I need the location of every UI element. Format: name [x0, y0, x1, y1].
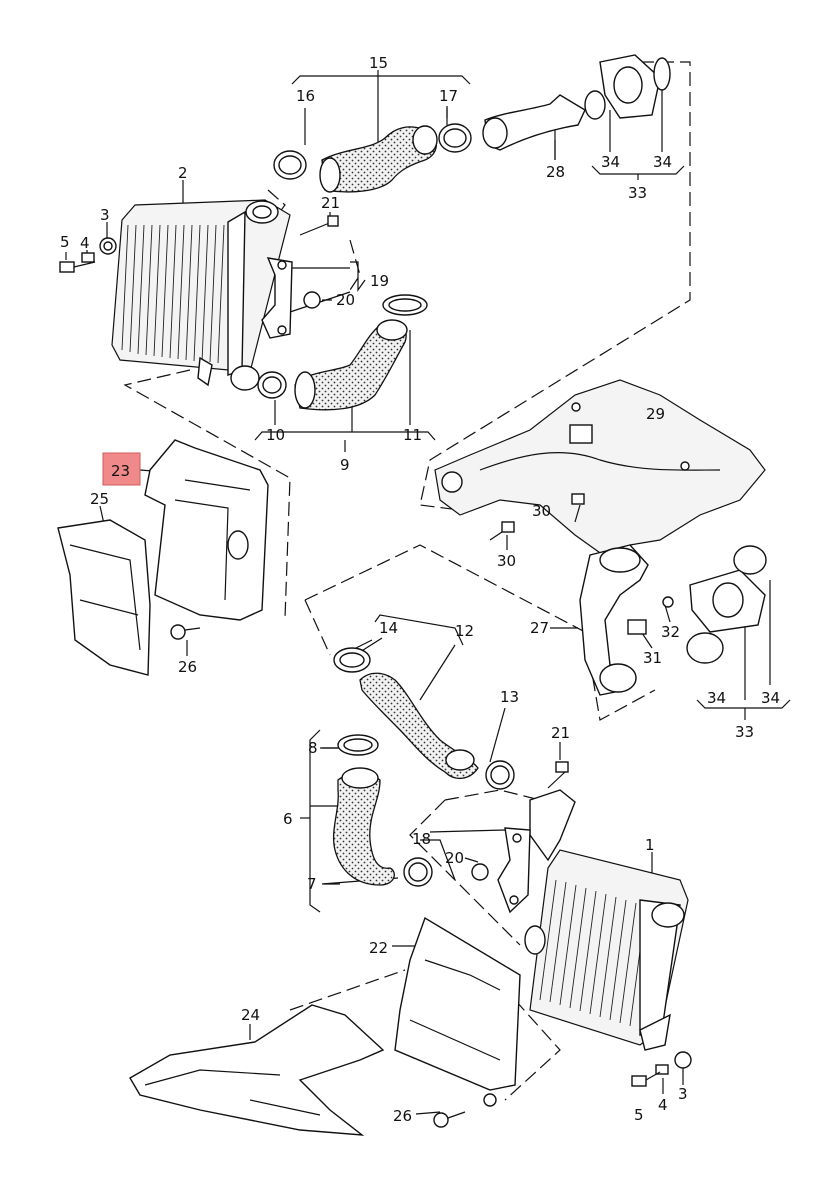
callout-34: 34 — [761, 689, 780, 707]
callout-32: 32 — [661, 623, 680, 641]
callout-34: 34 — [601, 153, 620, 171]
callout-29: 29 — [646, 405, 665, 423]
callout-9: 9 — [340, 456, 350, 474]
callout-10: 10 — [266, 426, 285, 444]
callout-7: 7 — [307, 875, 317, 893]
bolt-26-top — [170, 624, 201, 640]
callout-27: 27 — [530, 619, 549, 637]
callout-33: 33 — [628, 184, 647, 202]
callout-19: 19 — [370, 272, 389, 290]
callout-2: 2 — [178, 164, 188, 182]
callout-34: 34 — [653, 153, 672, 171]
callout-30: 30 — [497, 552, 516, 570]
callout-21: 21 — [321, 194, 340, 212]
callout-6: 6 — [283, 810, 293, 828]
clamps-top — [257, 123, 472, 399]
bracket-lines — [65, 70, 791, 1115]
callout-15: 15 — [369, 54, 388, 72]
pipe-27 — [579, 544, 649, 696]
callout-5: 5 — [60, 233, 70, 251]
intercooler-right — [524, 789, 689, 1051]
callout-24: 24 — [241, 1006, 260, 1024]
callout-30: 30 — [532, 502, 551, 520]
bolt-26-bottom — [433, 1093, 497, 1128]
hardware-top-left — [59, 215, 339, 309]
callout-5: 5 — [634, 1106, 644, 1124]
hoses-middle — [332, 647, 515, 887]
callout-4: 4 — [658, 1096, 668, 1114]
callout-18: 18 — [412, 830, 431, 848]
intake-manifold-29 — [434, 379, 766, 561]
pipe-28-top — [482, 54, 671, 151]
air-guide-22 — [394, 916, 521, 1091]
callout-20: 20 — [336, 291, 355, 309]
bracket-18 — [471, 761, 569, 914]
callout-labels: 1 2 3 3 4 4 5 5 6 7 8 9 10 11 12 13 14 1… — [60, 54, 780, 1125]
callout-34: 34 — [707, 689, 726, 707]
hoses-top — [294, 125, 438, 411]
highlight-box-23 — [102, 452, 141, 486]
callout-20: 20 — [445, 849, 464, 867]
callout-14: 14 — [379, 619, 398, 637]
callout-13: 13 — [500, 688, 519, 706]
callout-31: 31 — [643, 649, 662, 667]
callout-3: 3 — [678, 1085, 688, 1103]
callout-26: 26 — [393, 1107, 412, 1125]
callout-22: 22 — [369, 939, 388, 957]
callout-4: 4 — [80, 234, 90, 252]
intercooler-left — [111, 199, 291, 391]
air-duct-25 — [57, 519, 151, 676]
throttle-body-33 — [627, 545, 767, 664]
callout-25: 25 — [90, 490, 109, 508]
callout-17: 17 — [439, 87, 458, 105]
hardware-bottom-right — [631, 1051, 692, 1087]
callout-21: 21 — [551, 724, 570, 742]
callout-8: 8 — [308, 739, 318, 757]
callout-12: 12 — [455, 622, 474, 640]
callout-33: 33 — [735, 723, 754, 741]
callout-3: 3 — [100, 206, 110, 224]
air-guide-23 — [144, 439, 269, 621]
callout-28: 28 — [546, 163, 565, 181]
air-duct-24 — [129, 1004, 385, 1136]
callout-1: 1 — [645, 836, 655, 854]
callout-23: 23 — [111, 462, 130, 480]
callout-26: 26 — [178, 658, 197, 676]
bolts-30 — [489, 493, 585, 541]
callout-16: 16 — [296, 87, 315, 105]
bracket-19 — [261, 257, 293, 339]
assembly-dashed-lines — [123, 61, 691, 1101]
callout-11: 11 — [403, 426, 422, 444]
